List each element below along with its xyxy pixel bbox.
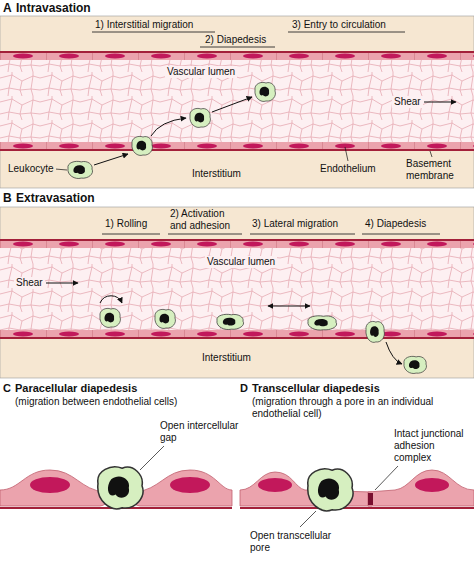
vessel-a — [0, 149, 474, 151]
step-underlines-a — [92, 32, 405, 47]
leukocytes-b — [308, 316, 337, 330]
transcellular-drawing — [240, 507, 474, 509]
step-label: 4) Diapedesis — [365, 218, 426, 230]
transcellular-drawing — [240, 466, 474, 527]
region-label: Vascular lumen — [205, 256, 277, 268]
vessel-a — [0, 52, 474, 60]
step-underlines-b — [102, 234, 440, 235]
paracellular-drawing — [0, 446, 232, 509]
arrows-b — [386, 342, 402, 364]
transcellular-drawing — [368, 470, 474, 506]
arrows-a — [424, 102, 456, 103]
transcellular-drawing — [258, 478, 292, 492]
arrows-b — [268, 306, 310, 307]
panel-letter: B — [3, 191, 12, 205]
region-label: Interstitium — [200, 352, 253, 364]
leukocytes-b — [100, 308, 427, 373]
leukocytes-b — [100, 308, 121, 327]
panel-letter: C — [3, 382, 11, 395]
vessel-b — [0, 330, 474, 338]
panel-title: Extravasation — [16, 191, 95, 205]
leukocytes-b — [217, 314, 244, 329]
arrows-a — [212, 97, 252, 112]
leukocytes-a — [68, 161, 93, 178]
step-label: 1) Rolling — [105, 218, 147, 230]
panel-subtitle: (migration through a pore in an individu… — [252, 396, 467, 420]
leader-lines-a — [345, 147, 348, 161]
leukocytes-a — [132, 136, 153, 155]
paracellular-drawing — [98, 467, 143, 509]
vessel-a — [0, 60, 474, 142]
vessel-b — [0, 239, 474, 241]
leukocytes-b — [404, 356, 427, 373]
step-underlines-b — [102, 234, 160, 235]
structure-label: Endothelium — [318, 163, 378, 175]
leukocytes-a — [68, 82, 276, 178]
transcellular-drawing — [375, 466, 398, 490]
structure-label: Intact junctional adhesion complex — [394, 428, 470, 464]
vessel-b — [0, 240, 474, 248]
region-label: Interstitium — [190, 168, 243, 180]
arrows-b — [46, 283, 78, 284]
step-underlines-a — [288, 32, 405, 33]
step-label: 1) Interstitial migration — [95, 19, 193, 31]
structure-label: Open intercellular gap — [160, 420, 240, 444]
arrows-a — [151, 118, 186, 136]
step-underlines-b — [250, 234, 355, 235]
leader-lines-a — [55, 169, 67, 170]
transcellular-drawing — [300, 511, 316, 527]
paracellular-drawing — [30, 477, 70, 493]
arrows-b — [46, 283, 402, 364]
panel-letter: A — [3, 1, 12, 15]
arrows-a — [94, 154, 128, 165]
leukocytes-b — [366, 321, 384, 342]
vessel-b — [0, 207, 474, 378]
step-label: 2) Diapedesis — [205, 34, 266, 46]
step-underlines-a — [200, 47, 275, 48]
paracellular-drawing — [170, 477, 210, 493]
step-label: 3) Lateral migration — [252, 218, 338, 230]
vessel-a — [0, 51, 474, 53]
panel-title: Intravasation — [16, 1, 91, 15]
paracellular-drawing — [140, 446, 164, 470]
cell-label: Leukocyte — [6, 163, 56, 175]
flow-label: Shear — [392, 96, 423, 108]
transcellular-drawing — [368, 493, 373, 505]
step-underlines-b — [168, 234, 242, 235]
panel-title: Transcellular diapedesis — [252, 382, 380, 395]
leukocytes-a — [190, 108, 211, 127]
vessel-a — [0, 16, 474, 188]
paracellular-drawing — [132, 470, 232, 506]
vessel-b — [0, 337, 474, 339]
leader-lines-a — [430, 151, 432, 157]
panel-subtitle: (migration between endothelial cells) — [15, 396, 177, 408]
flow-label: Shear — [14, 277, 45, 289]
leukocytes-a — [255, 82, 276, 101]
structure-label: Basement membrane — [404, 158, 470, 182]
step-label: 2) Activation and adhesion — [170, 208, 242, 232]
leukocytes-b — [155, 309, 176, 328]
panel-letter: D — [240, 382, 248, 395]
vessel-a — [0, 16, 474, 188]
arrows-a — [94, 97, 456, 165]
transcellular-drawing — [308, 469, 353, 511]
arrows-b — [100, 296, 122, 303]
step-underlines-b — [362, 234, 440, 235]
vessel-b — [0, 248, 474, 330]
paracellular-drawing — [0, 470, 108, 506]
step-underlines-a — [92, 32, 215, 33]
transcellular-drawing — [415, 478, 449, 492]
structure-label: Open transcellular pore — [250, 530, 340, 554]
vessel-b — [0, 207, 474, 378]
panel-title: Paracellular diapedesis — [15, 382, 137, 395]
region-label: Vascular lumen — [165, 66, 237, 78]
step-label: 3) Entry to circulation — [292, 19, 386, 31]
vessel-a — [0, 142, 474, 150]
